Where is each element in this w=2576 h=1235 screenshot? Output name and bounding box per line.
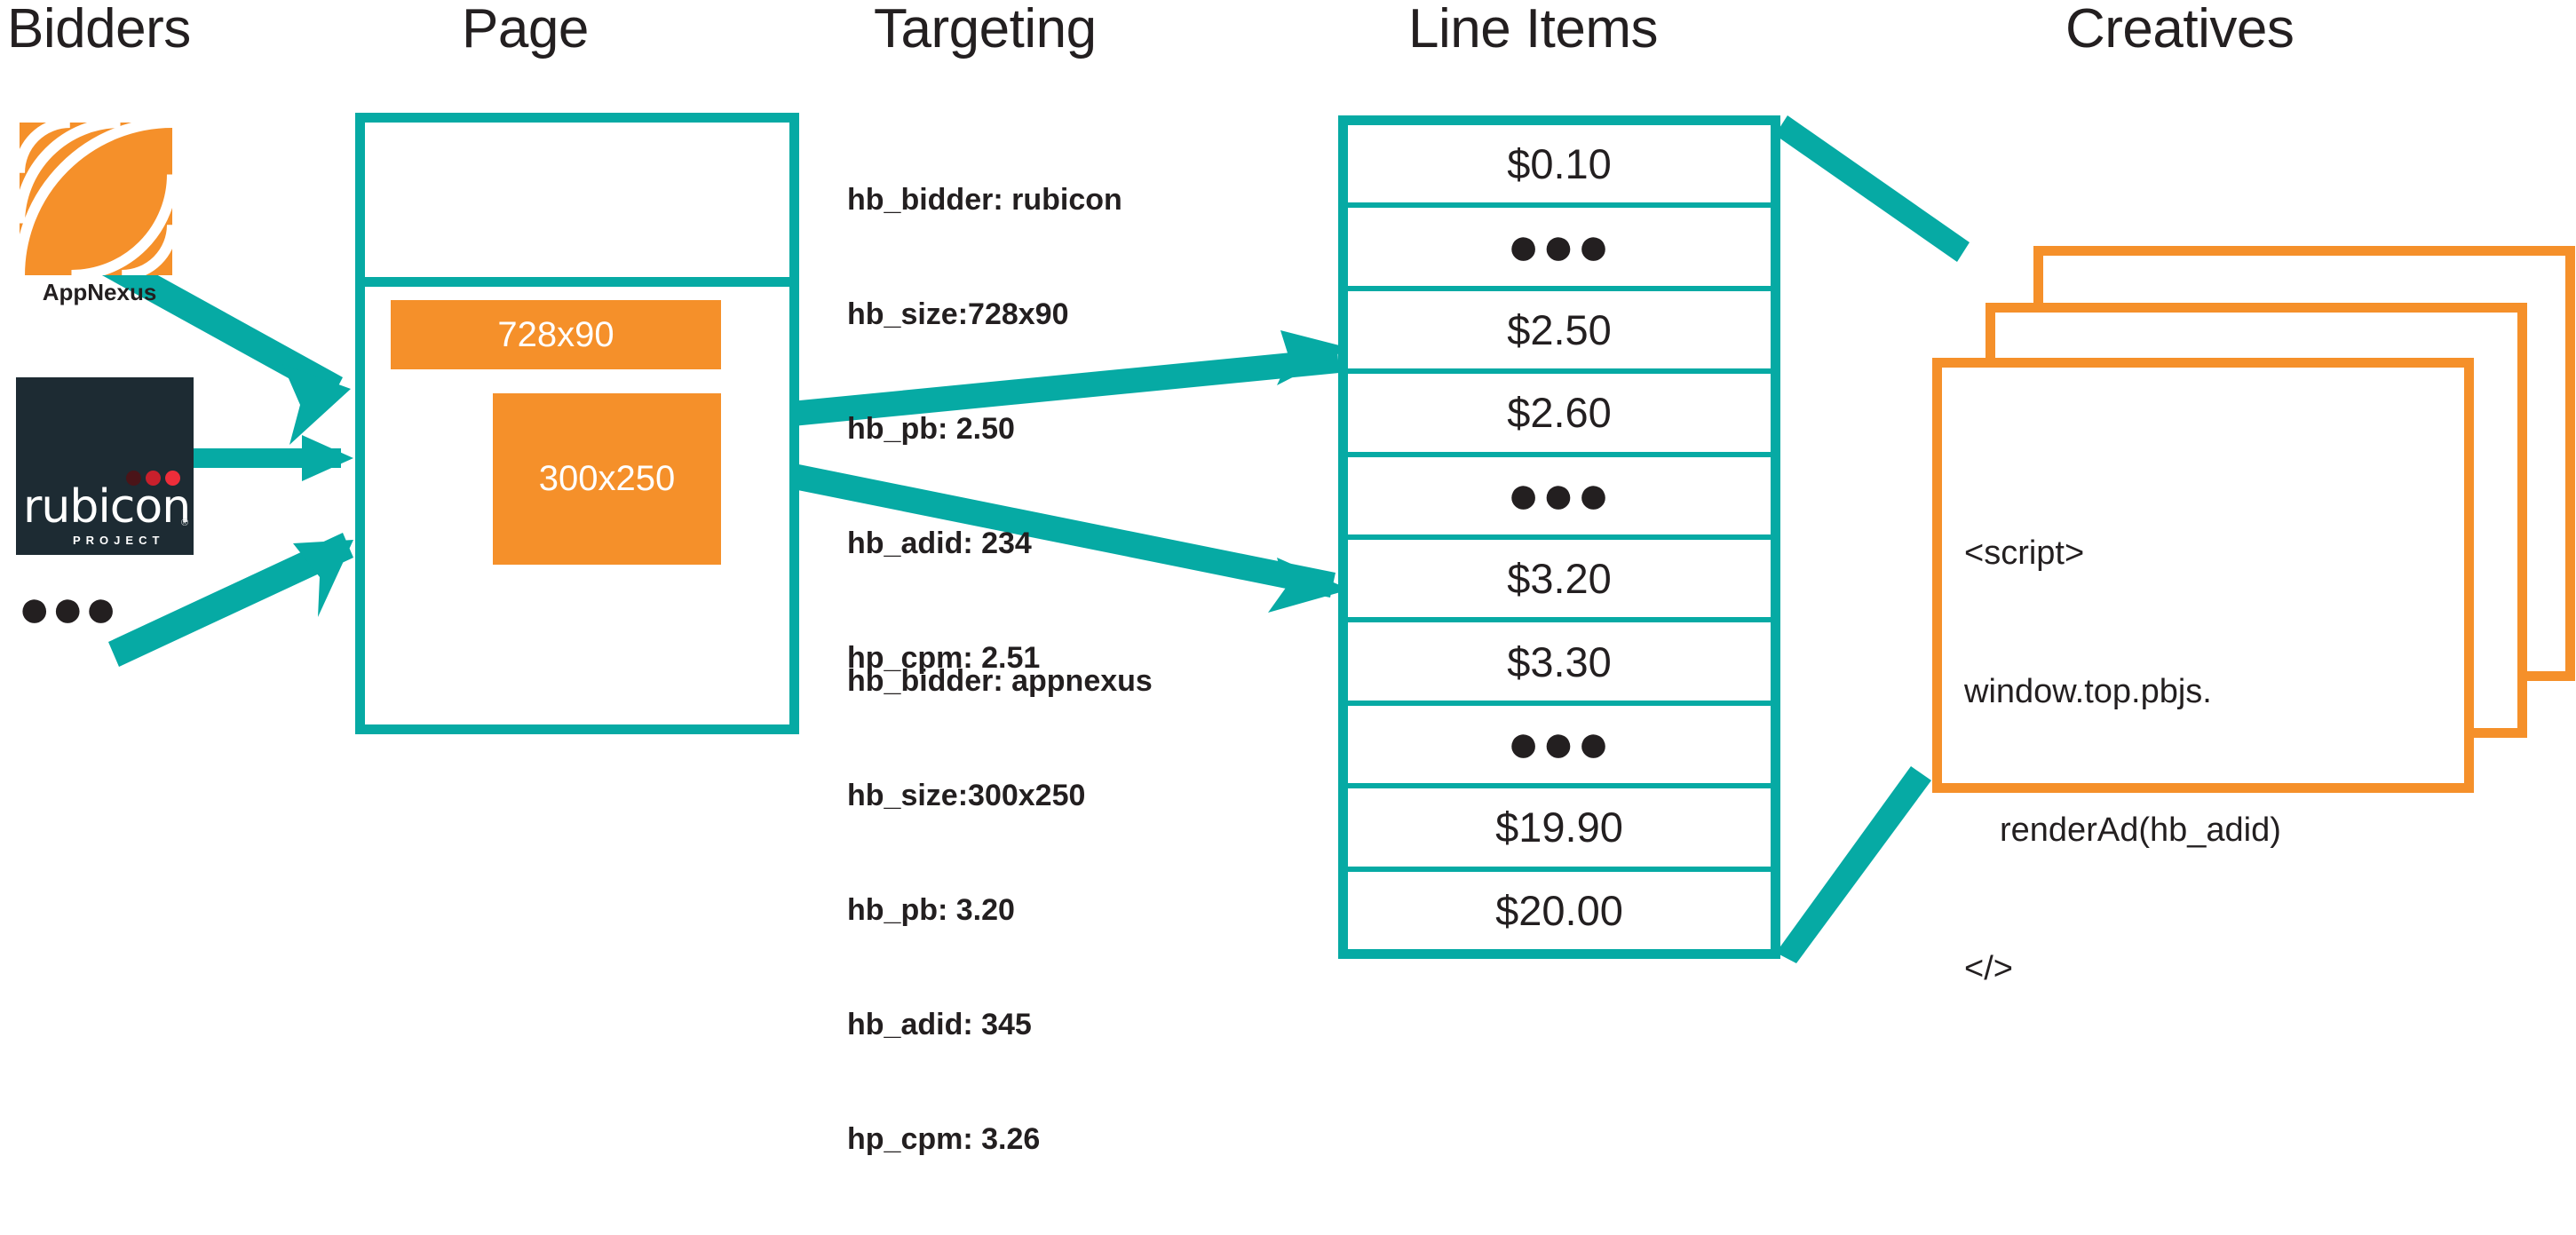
line-item-row[interactable]: $20.00 [1348,871,1771,950]
code-line: <script> [1964,534,2085,572]
line-items-table: $0.10 ●●● $2.50 $2.60 ●●● $3.20 $3.30 ●●… [1338,115,1780,959]
targeting-line: hb_bidder: rubicon [847,183,1122,217]
column-header-targeting: Targeting [874,0,1097,59]
targeting-block-appnexus: hb_bidder: appnexus hb_size:300x250 hb_p… [847,586,1153,1235]
targeting-line: hb_bidder: appnexus [847,664,1153,698]
line-item-row[interactable]: $2.60 [1348,374,1771,452]
code-line: window.top.pbjs. [1964,673,2212,710]
diagram-canvas: Bidders Page Targeting Line Items Creati… [7,0,2575,1156]
line-item-row[interactable]: $3.20 [1348,540,1771,618]
line-item-row: ●●● [1348,705,1771,784]
connector-lineitems-to-creatives-top [1775,115,1970,262]
column-header-bidders: Bidders [7,0,191,59]
line-item-row[interactable]: $2.50 [1348,290,1771,369]
rubicon-dot-3 [165,471,180,486]
connector-lineitems-to-creatives-bottom [1776,766,1931,963]
targeting-line: hb_size:728x90 [847,297,1069,331]
line-item-row[interactable]: $19.90 [1348,788,1771,867]
bidders-more-ellipsis: ●●● [18,578,118,639]
rubicon-dot-1 [126,471,141,486]
line-item-row[interactable]: $0.10 [1348,125,1771,203]
column-header-creatives: Creatives [2065,0,2295,59]
line-item-row: ●●● [1348,456,1771,535]
targeting-block-rubicon: hb_bidder: rubicon hb_size:728x90 hb_pb:… [847,105,1122,754]
targeting-line: hp_cpm: 2.51 [847,641,1041,675]
column-header-line-items: Line Items [1408,0,1659,59]
appnexus-logo-label: AppNexus [42,279,157,305]
targeting-line: hb_adid: 234 [847,526,1032,560]
ad-slot-728x90[interactable]: 728x90 [391,300,721,369]
rubicon-registered-mark: ® [181,518,189,528]
ad-slot-300x250[interactable]: 300x250 [493,393,721,565]
line-item-row[interactable]: $3.30 [1348,622,1771,701]
targeting-line: hb_adid: 345 [847,1008,1032,1041]
appnexus-logo-icon [20,123,172,275]
rubicon-dot-2 [146,471,161,486]
page-header-divider [355,277,799,287]
targeting-line: hb_size:300x250 [847,779,1086,812]
rubicon-project-logo: rubicon ® PROJECT [16,377,194,555]
creative-card-front[interactable] [1932,358,2474,793]
targeting-line: hp_cpm: 3.26 [847,1122,1041,1156]
code-line: renderAd(hb_adid) [2000,811,2281,849]
rubicon-wordmark: rubicon [23,480,191,534]
rubicon-subtitle: PROJECT [73,534,165,547]
column-header-page: Page [462,0,589,59]
code-line: </> [1964,950,2013,987]
targeting-line: hb_pb: 2.50 [847,412,1015,446]
targeting-line: hb_pb: 3.20 [847,893,1015,927]
line-item-row: ●●● [1348,208,1771,286]
creative-snippet-code: <script> window.top.pbjs. renderAd(hb_ad… [1964,438,2461,1084]
